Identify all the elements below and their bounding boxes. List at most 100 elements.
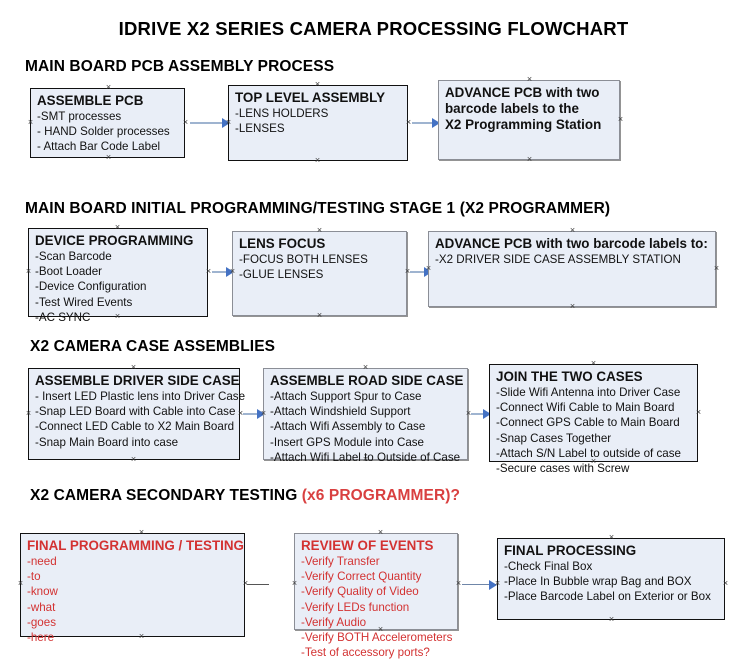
connection-handle-bottom[interactable] (568, 303, 577, 312)
node-item: -Verify Correct Quantity (301, 570, 422, 584)
node-final-programming-testing[interactable]: FINAL PROGRAMMING / TESTING -need -to -k… (20, 533, 245, 644)
node-item: -Connect Wifi Cable to Main Board (496, 401, 675, 415)
connection-handle-top[interactable] (361, 364, 370, 373)
connection-handle-top[interactable] (376, 529, 385, 538)
node-item: - Attach Bar Code Label (37, 140, 161, 154)
node-item: -what (27, 600, 56, 614)
node-item: -Verify Transfer (301, 555, 380, 568)
node-item: -Verify Audio (301, 615, 367, 629)
node-header: FINAL PROCESSING (504, 543, 637, 558)
node-device-programming[interactable]: DEVICE PROGRAMMING -Scan Barcode -Boot L… (28, 228, 208, 324)
connection-handle-right[interactable] (616, 116, 625, 125)
section-heading-1: MAIN BOARD PCB ASSEMBLY PROCESS (25, 58, 334, 76)
connector-line (212, 271, 230, 273)
connection-handle-left[interactable] (224, 119, 233, 128)
connection-handle-left[interactable] (290, 580, 299, 589)
connector-line (412, 122, 436, 124)
connection-handle-left[interactable] (259, 410, 268, 419)
node-item: -AC SYNC (35, 310, 91, 324)
node-advance-pcb-programming-station[interactable]: ADVANCE PCB with two barcode labels to t… (438, 80, 620, 160)
connection-handle-top[interactable] (568, 227, 577, 236)
node-item: -Device Configuration (35, 280, 147, 294)
connection-handle-right[interactable] (694, 409, 703, 418)
connection-handle-top[interactable] (607, 534, 616, 543)
connection-handle-right[interactable] (181, 119, 190, 128)
connector-line (243, 413, 261, 415)
connection-handle-left[interactable] (228, 268, 237, 277)
node-header-line: barcode labels to the (445, 101, 579, 116)
connection-handle-left[interactable] (16, 580, 25, 589)
connection-handle-bottom[interactable] (129, 456, 138, 465)
node-item: -Snap Cases Together (496, 431, 612, 445)
connection-handle-bottom[interactable] (104, 154, 113, 163)
node-item: -Test Wired Events (35, 295, 133, 309)
node-item: -GLUE LENSES (239, 268, 324, 282)
node-item: -Scan Barcode (35, 250, 112, 263)
node-assemble-road-side-case[interactable]: ASSEMBLE ROAD SIDE CASE -Attach Support … (263, 368, 468, 464)
connection-handle-bottom[interactable] (376, 626, 385, 635)
node-item: -Attach Windshield Support (270, 405, 411, 419)
node-item: -FOCUS BOTH LENSES (239, 253, 368, 266)
connection-handle-bottom[interactable] (525, 156, 534, 165)
connector-line (410, 271, 428, 273)
node-header: JOIN THE TWO CASES (496, 369, 643, 384)
connection-handle-bottom[interactable] (313, 157, 322, 166)
connection-handle-right[interactable] (721, 580, 730, 589)
connection-handle-bottom[interactable] (137, 633, 146, 642)
node-header: ADVANCE PCB with two barcode labels to: (435, 236, 708, 251)
connection-handle-bottom[interactable] (589, 458, 598, 467)
node-lens-focus[interactable]: LENS FOCUS -FOCUS BOTH LENSES -GLUE LENS… (232, 231, 407, 316)
connection-handle-bottom[interactable] (315, 312, 324, 321)
node-item: -Place Barcode Label on Exterior or Box (504, 590, 711, 604)
node-item: -Verify BOTH Accelerometers (301, 631, 453, 645)
node-header: ASSEMBLE DRIVER SIDE CASE (35, 373, 240, 388)
node-item: -to (27, 570, 41, 584)
node-item: -Connect GPS Cable to Main Board (496, 416, 680, 430)
node-item: - HAND Solder processes (37, 125, 170, 139)
node-review-of-events[interactable]: REVIEW OF EVENTS -Verify Transfer -Verif… (294, 533, 458, 659)
connection-handle-bottom[interactable] (113, 313, 122, 322)
connection-handle-top[interactable] (137, 529, 146, 538)
node-item: -Boot Loader (35, 265, 103, 279)
connection-handle-bottom[interactable] (607, 616, 616, 625)
connection-handle-bottom[interactable] (361, 456, 370, 465)
node-item: -Verify LEDs function (301, 600, 410, 614)
connection-handle-top[interactable] (104, 84, 113, 93)
node-final-processing[interactable]: FINAL PROCESSING -Check Final Box -Place… (497, 538, 725, 620)
connection-handle-top[interactable] (313, 81, 322, 90)
connection-handle-left[interactable] (424, 265, 433, 274)
connector-arrowhead (432, 118, 440, 128)
node-item: -Snap LED Board with Cable into Case (35, 405, 236, 419)
connector-line (462, 584, 496, 585)
node-item: -Place In Bubble wrap Bag and BOX (504, 575, 692, 589)
connection-handle-top[interactable] (315, 227, 324, 236)
connection-handle-left[interactable] (24, 410, 33, 419)
node-item: -LENS HOLDERS (235, 107, 329, 120)
connection-handle-right[interactable] (712, 265, 721, 274)
connection-handle-left[interactable] (24, 268, 33, 277)
connector-stub (247, 584, 269, 585)
node-join-the-two-cases[interactable]: JOIN THE TWO CASES -Slide Wifi Antenna i… (489, 364, 698, 475)
node-item: -Insert GPS Module into Case (270, 435, 425, 449)
node-assemble-driver-side-case[interactable]: ASSEMBLE DRIVER SIDE CASE - Insert LED P… (28, 368, 245, 460)
connection-handle-top[interactable] (113, 224, 122, 233)
connector-line (471, 413, 487, 415)
node-header: DEVICE PROGRAMMING (35, 233, 194, 248)
node-item: -Verify Quality of Video (301, 585, 419, 599)
node-item: -SMT processes (37, 110, 122, 123)
node-item: -need (27, 555, 57, 568)
node-assemble-pcb[interactable]: ASSEMBLE PCB -SMT processes - HAND Solde… (30, 88, 185, 158)
section-heading-4: X2 CAMERA SECONDARY TESTING (x6 PROGRAMM… (30, 487, 460, 505)
connection-handle-top[interactable] (129, 364, 138, 373)
connection-handle-left[interactable] (493, 580, 502, 589)
node-header-line: X2 Programming Station (445, 117, 602, 132)
connection-handle-top[interactable] (589, 360, 598, 369)
node-header-line: ADVANCE PCB with two (445, 85, 600, 100)
connection-handle-top[interactable] (525, 76, 534, 85)
node-item: -here (27, 631, 55, 645)
node-advance-pcb-driver-side-station[interactable]: ADVANCE PCB with two barcode labels to: … (428, 231, 716, 307)
connection-handle-left[interactable] (26, 119, 35, 128)
node-item: -Check Final Box (504, 560, 593, 573)
node-top-level-assembly[interactable]: TOP LEVEL ASSEMBLY -LENS HOLDERS -LENSES (228, 85, 408, 161)
